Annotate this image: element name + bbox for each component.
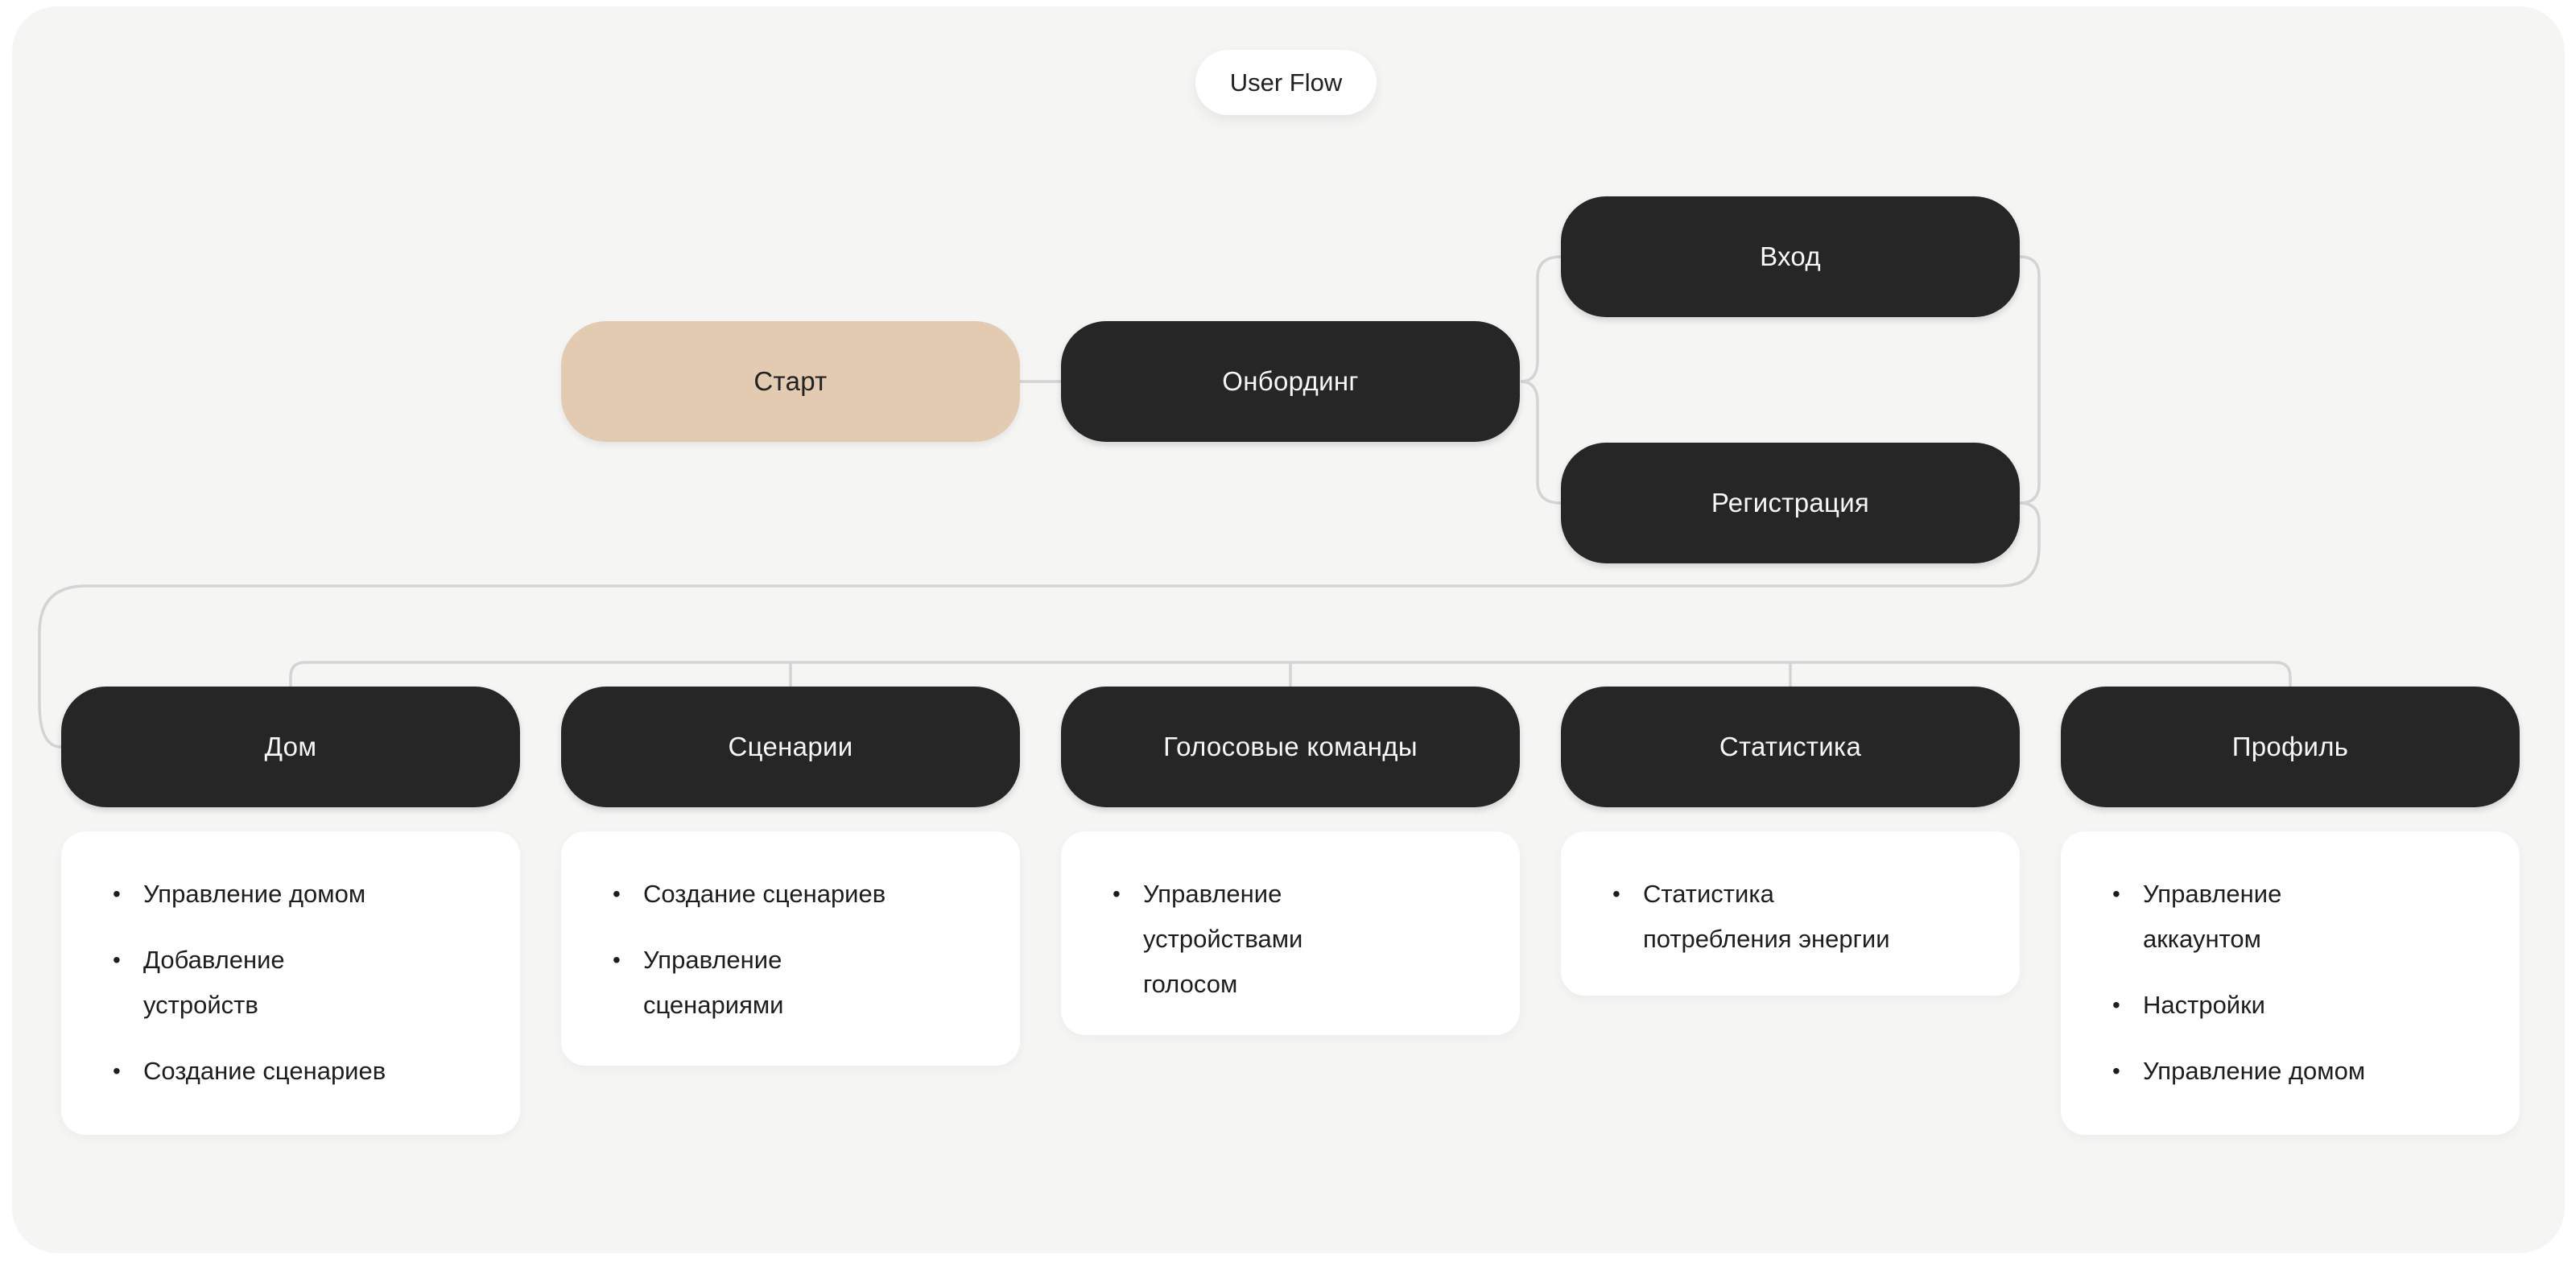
bullet-icon: • bbox=[613, 947, 621, 972]
card-statistics-features[interactable]: • Статистика потребления энергии bbox=[1561, 831, 2020, 996]
node-start[interactable]: Старт bbox=[561, 321, 1020, 442]
user-flow-badge-label: User Flow bbox=[1229, 68, 1343, 97]
bullet-icon: • bbox=[2112, 881, 2120, 906]
list-item: • Настройки bbox=[2111, 983, 2487, 1028]
card-voice-features[interactable]: • Управление устройствами голосом bbox=[1061, 831, 1520, 1035]
node-home-label: Дом bbox=[264, 732, 317, 761]
bullet-icon: • bbox=[1113, 881, 1121, 906]
node-registration[interactable]: Регистрация bbox=[1561, 443, 2020, 563]
list-item: • Управление домом bbox=[111, 872, 488, 917]
bullet-icon: • bbox=[1612, 881, 1620, 906]
card-home-features[interactable]: •Управление домом •Добавление устройств … bbox=[61, 831, 520, 1135]
list-item: • Управление устройствами голосом bbox=[1111, 872, 1488, 1007]
node-start-label: Старт bbox=[753, 366, 828, 396]
list-item-text: Управление домом bbox=[2143, 1057, 2366, 1085]
node-onboarding[interactable]: Онбординг bbox=[1061, 321, 1520, 442]
list-item-text: Настройки bbox=[2143, 991, 2266, 1019]
list-item-text: Добавление устройств bbox=[143, 946, 285, 1019]
card-scenarios-features[interactable]: • Создание сценариев • Управление сценария… bbox=[561, 831, 1020, 1066]
list-item-text: Создание сценариев bbox=[643, 880, 886, 908]
list-item: • Создание сценариев bbox=[111, 1049, 488, 1094]
list-item: • Создание сценариев bbox=[611, 872, 988, 917]
list-item-text: Создание сценариев bbox=[143, 1057, 386, 1085]
node-profile-label: Профиль bbox=[2231, 732, 2349, 761]
card-home-feature-list: •Управление домом •Добавление устройств … bbox=[111, 872, 488, 1094]
list-item-text: Управление устройствами голосом bbox=[1143, 880, 1303, 998]
list-item-text: Статистика потребления энергии bbox=[1643, 880, 1890, 953]
list-item-text: Управление аккаунтом bbox=[2143, 880, 2282, 953]
node-home[interactable]: Дом bbox=[61, 687, 520, 807]
bullet-icon: • bbox=[2112, 992, 2120, 1017]
bullet-icon: • bbox=[113, 947, 121, 972]
list-item-text: Управление сценариями bbox=[643, 946, 784, 1019]
list-item: • Статистика потребления энергии bbox=[1611, 872, 1988, 962]
node-profile[interactable]: Профиль bbox=[2061, 687, 2520, 807]
card-profile-feature-list: • Управление аккаунтом • Настройки • Управл… bbox=[2111, 872, 2487, 1094]
list-item: • Управление аккаунтом bbox=[2111, 872, 2487, 962]
node-login[interactable]: Вход bbox=[1561, 196, 2020, 317]
list-item: • Управление сценариями bbox=[611, 938, 988, 1028]
node-scenarios-label: Сценарии bbox=[728, 732, 853, 761]
card-scenarios-feature-list: • Создание сценариев • Управление сценария… bbox=[611, 872, 988, 1028]
connector-auth-to-home-loop bbox=[38, 255, 2041, 749]
bullet-icon: • bbox=[113, 881, 121, 906]
node-onboarding-label: Онбординг bbox=[1222, 366, 1359, 396]
card-voice-feature-list: • Управление устройствами голосом bbox=[1111, 872, 1488, 1007]
node-scenarios[interactable]: Сценарии bbox=[561, 687, 1020, 807]
bullet-icon: • bbox=[113, 1058, 121, 1083]
bullet-icon: • bbox=[2112, 1058, 2120, 1083]
connector-onboarding-split bbox=[1520, 255, 1562, 505]
list-item-text: Управление домом bbox=[143, 880, 366, 908]
node-statistics[interactable]: Статистика bbox=[1561, 687, 2020, 807]
card-statistics-feature-list: • Статистика потребления энергии bbox=[1611, 872, 1988, 962]
node-login-label: Вход bbox=[1760, 241, 1821, 271]
list-item: • Управление домом bbox=[2111, 1049, 2487, 1094]
node-voice-commands-label: Голосовые команды bbox=[1163, 732, 1418, 761]
card-profile-features[interactable]: • Управление аккаунтом • Настройки • Управл… bbox=[2061, 831, 2520, 1135]
bullet-icon: • bbox=[613, 881, 621, 906]
node-statistics-label: Статистика bbox=[1719, 732, 1862, 761]
list-item: • Добавление устройств bbox=[111, 938, 488, 1028]
user-flow-badge[interactable]: User Flow bbox=[1195, 50, 1377, 115]
node-voice-commands[interactable]: Голосовые команды bbox=[1061, 687, 1520, 807]
node-registration-label: Регистрация bbox=[1711, 488, 1870, 518]
